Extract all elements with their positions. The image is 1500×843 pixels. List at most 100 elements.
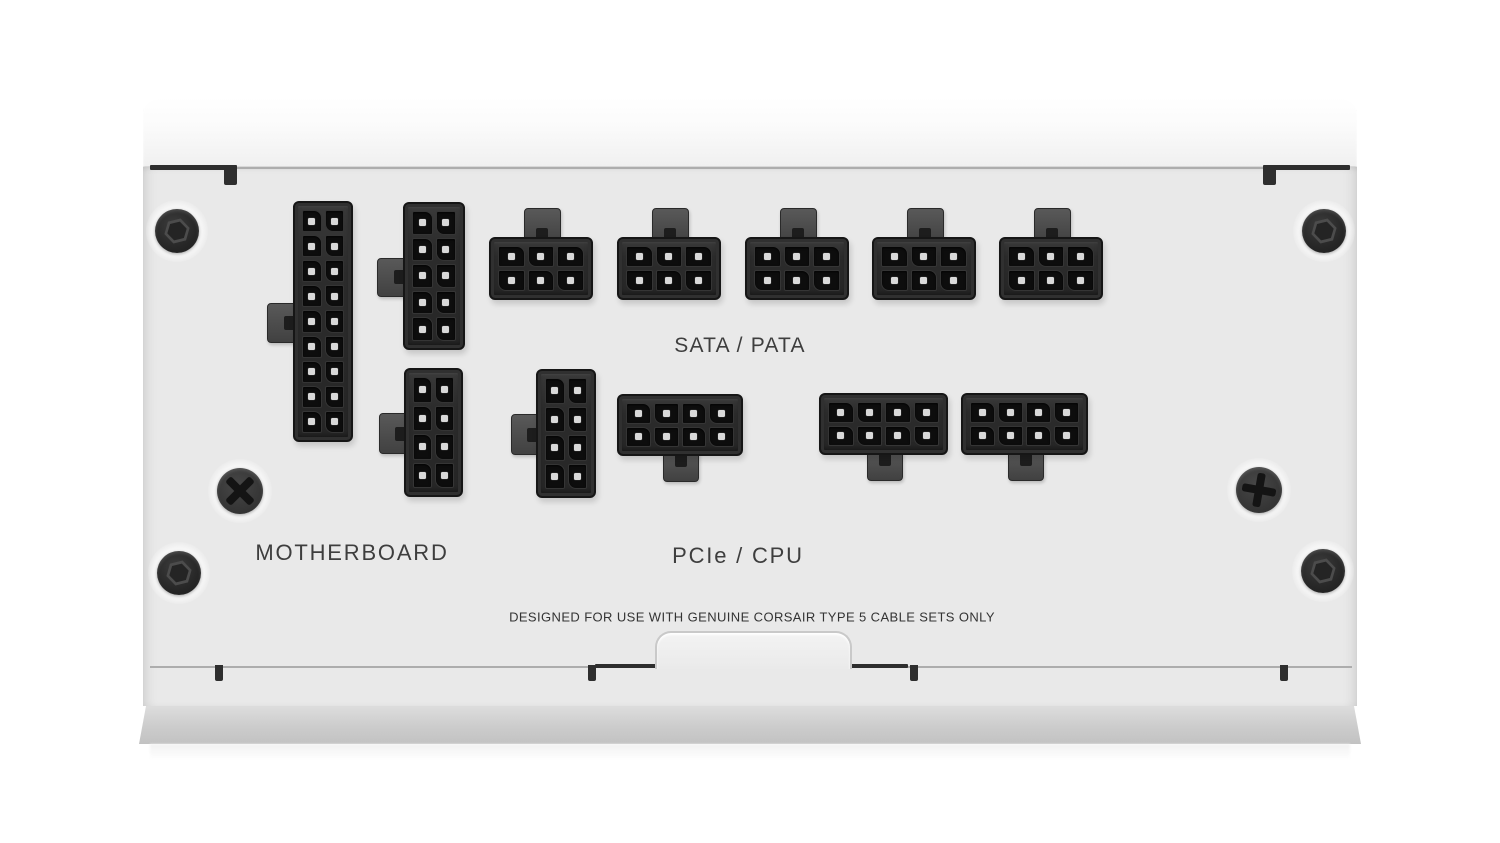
pin-contact (537, 253, 545, 260)
pin-socket (626, 246, 653, 267)
pin-socket (910, 246, 938, 267)
pin-socket (412, 211, 433, 235)
pin-socket (940, 270, 967, 291)
screw-bottom-left-hex-socket-screw (157, 551, 201, 595)
pin-socket (567, 378, 587, 404)
pin-socket (655, 246, 683, 267)
panel-seam-mark (215, 665, 223, 681)
pin-socket (881, 246, 908, 267)
pin-socket (545, 463, 565, 489)
pin-contact (330, 393, 338, 401)
pin-contact (890, 253, 898, 260)
pin-socket (1067, 270, 1094, 291)
pin-contact (537, 277, 545, 284)
pin-socket (856, 425, 882, 446)
pin-socket (324, 385, 344, 408)
pin-contact (567, 253, 575, 260)
pin-socket (302, 410, 322, 433)
pin-socket (1037, 270, 1065, 291)
hex-socket (161, 216, 192, 246)
pin-socket (324, 210, 344, 233)
pin-contact (567, 277, 575, 284)
pin-socket (435, 377, 454, 403)
pin-socket (324, 235, 344, 258)
pin-contact (950, 277, 958, 284)
pin-contact (1077, 277, 1085, 284)
pin-contact (551, 415, 559, 423)
pin-socket (754, 270, 781, 291)
pin-contact (441, 414, 448, 422)
pin-socket (1008, 246, 1035, 267)
pin-socket (856, 402, 882, 423)
pin-contact (763, 277, 771, 284)
pin-contact (573, 444, 581, 452)
pin-contact (695, 253, 703, 260)
panel-seam-mark (150, 165, 237, 170)
pin-socket (435, 211, 456, 235)
pin-contact (419, 386, 426, 394)
pin-contact (950, 253, 958, 260)
pin-contact (441, 443, 448, 451)
pin-socket (324, 285, 344, 308)
pin-socket (413, 377, 432, 403)
panel-seam-mark (1263, 165, 1350, 170)
pin-contact (634, 433, 642, 441)
pin-contact (418, 219, 426, 227)
pin-contact (418, 299, 426, 307)
pin-contact (330, 267, 338, 275)
latch-notch (878, 453, 891, 466)
pin-socket (940, 246, 967, 267)
pin-contact (1077, 253, 1085, 260)
connector-shell (961, 393, 1088, 455)
pin-contact (419, 414, 426, 422)
pin-contact (308, 393, 316, 401)
hex-socket-hole (1311, 560, 1335, 582)
pin-socket (545, 378, 565, 404)
panel-seam-mark (846, 664, 908, 668)
pin-contact (837, 408, 845, 416)
pin-socket (970, 402, 995, 423)
screw-mid-right-phillips-screw (1236, 467, 1282, 513)
pin-socket (1008, 270, 1035, 291)
pin-socket (435, 237, 456, 262)
pin-socket (413, 434, 432, 460)
pin-socket (681, 403, 707, 424)
label-pcie-cpu: PCIe / CPU (672, 543, 804, 568)
pin-socket (435, 264, 456, 288)
pin-contact (330, 217, 338, 225)
hex-socket-hole (1312, 220, 1336, 242)
label-cable-notice: DESIGNED FOR USE WITH GENUINE CORSAIR TY… (509, 609, 995, 625)
pin-contact (573, 387, 581, 395)
pin-socket (302, 285, 322, 308)
pin-contact (551, 387, 559, 395)
pin-socket (557, 270, 584, 291)
hex-socket-hole (165, 220, 189, 242)
pin-contact (1047, 253, 1055, 260)
pin-contact (442, 245, 450, 253)
pin-contact (1017, 277, 1025, 284)
connector-shell (999, 237, 1103, 300)
connector-shell (489, 237, 593, 300)
pin-contact (442, 272, 450, 280)
pin-contact (979, 432, 986, 440)
pin-contact (823, 277, 831, 284)
pin-contact (551, 444, 559, 452)
pin-socket (626, 270, 653, 291)
pin-socket (653, 403, 679, 424)
panel-seam-mark (910, 665, 918, 681)
pin-contact (308, 292, 316, 300)
pin-socket (813, 270, 840, 291)
pin-socket (412, 264, 433, 288)
pin-socket (412, 290, 433, 315)
pin-socket (324, 260, 344, 283)
screw-top-right-hex-socket-screw (1302, 209, 1346, 253)
pin-socket (783, 246, 811, 267)
pin-socket (435, 290, 456, 315)
latch-notch (675, 454, 687, 467)
pin-socket (783, 270, 811, 291)
pin-socket (324, 335, 344, 358)
pin-contact (665, 253, 673, 260)
pin-socket (527, 246, 555, 267)
pin-contact (865, 432, 873, 440)
pin-socket (302, 235, 322, 258)
